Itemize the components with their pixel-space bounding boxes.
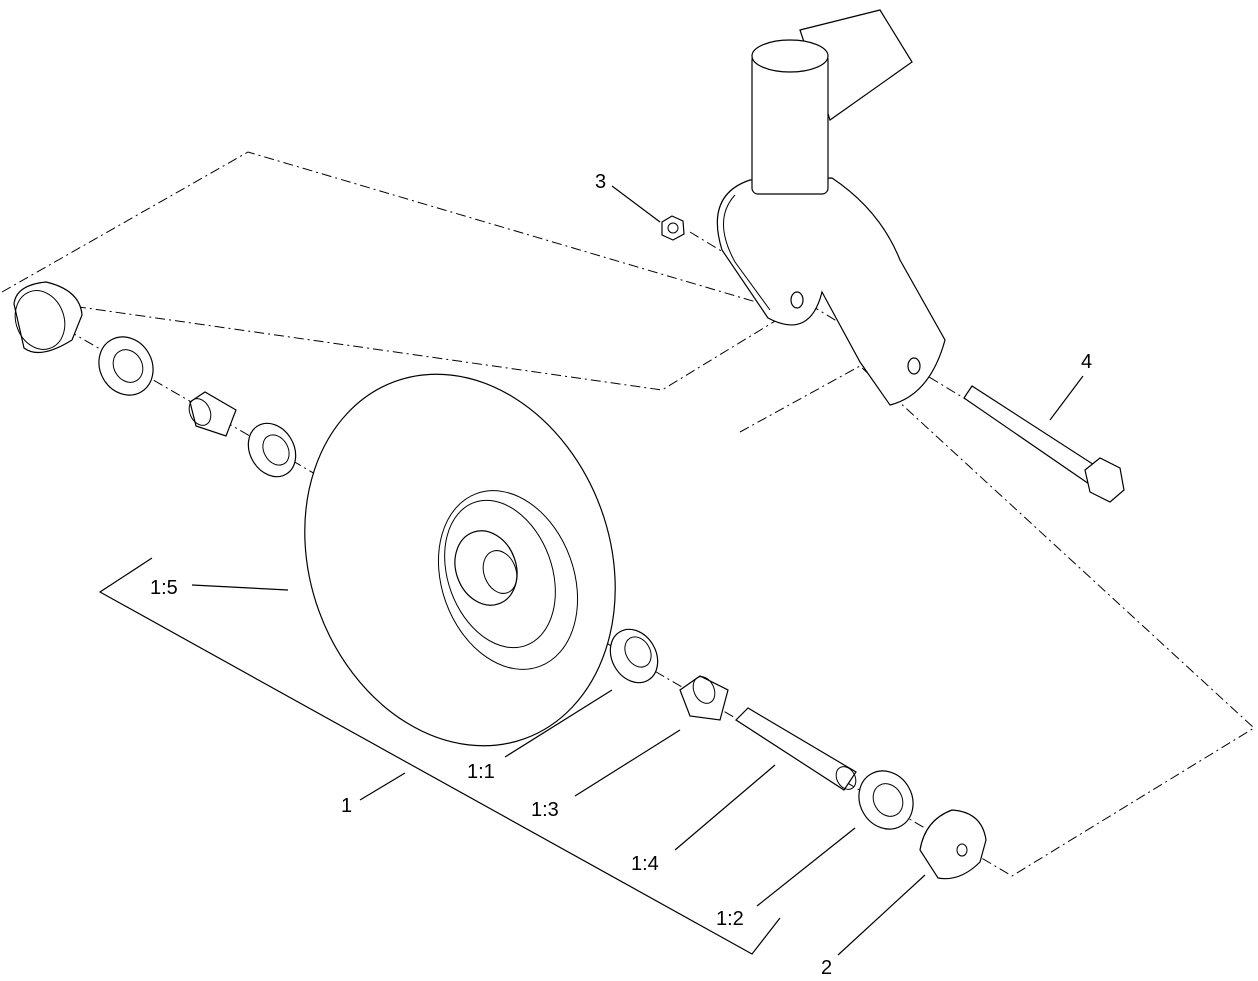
rim-outer bbox=[437, 490, 579, 670]
wheel-hub bbox=[454, 530, 518, 606]
leader-1 bbox=[359, 772, 406, 801]
dust-cap-right bbox=[919, 809, 987, 880]
bearing-cup-left bbox=[98, 336, 154, 396]
bolt-head bbox=[1084, 457, 1125, 503]
callout-2: 2 bbox=[821, 957, 832, 979]
callout-3: 3 bbox=[595, 171, 606, 193]
bolt bbox=[963, 385, 1125, 503]
fork-inner-edge bbox=[723, 194, 771, 311]
callout-1: 1 bbox=[341, 795, 352, 817]
leader-1-4 bbox=[674, 764, 776, 851]
leader-2 bbox=[837, 874, 926, 956]
dust-cap-left bbox=[13, 281, 83, 354]
leader-1-3 bbox=[574, 729, 681, 797]
callout-1-5: 1:5 bbox=[150, 577, 178, 599]
caster-stem-top bbox=[751, 39, 829, 73]
tapered-bearing-left bbox=[247, 422, 297, 478]
callout-4: 4 bbox=[1081, 351, 1092, 373]
leader-3 bbox=[611, 185, 661, 223]
lower-right-assembly-plane bbox=[739, 365, 1255, 877]
callout-1-2: 1:2 bbox=[716, 908, 744, 930]
leader-1-2 bbox=[756, 827, 856, 907]
spacer-right bbox=[679, 675, 729, 721]
callout-1-1: 1:1 bbox=[467, 761, 495, 783]
fork-hole-upper bbox=[790, 291, 804, 309]
leader-4 bbox=[1049, 375, 1084, 421]
bolt-shank bbox=[963, 385, 1103, 487]
nut bbox=[661, 215, 685, 241]
bearing-cup-right bbox=[858, 770, 914, 830]
spacer-left bbox=[188, 391, 237, 437]
wheel-hub-bore bbox=[482, 550, 518, 594]
leader-1-1 bbox=[504, 689, 613, 758]
axle-tube bbox=[735, 707, 857, 791]
callout-1-3: 1:3 bbox=[531, 799, 559, 821]
assembly-bracket bbox=[98, 557, 781, 955]
caster-stem bbox=[751, 53, 829, 195]
callout-1-4: 1:4 bbox=[631, 853, 659, 875]
leader-1-5 bbox=[191, 584, 289, 591]
rim-inner bbox=[444, 499, 556, 649]
caster-fork bbox=[716, 9, 946, 406]
fork-hole-lower bbox=[907, 357, 921, 375]
fork-arm bbox=[716, 177, 946, 406]
tapered-bearing-right bbox=[609, 628, 659, 684]
wheel-tire bbox=[304, 373, 616, 747]
